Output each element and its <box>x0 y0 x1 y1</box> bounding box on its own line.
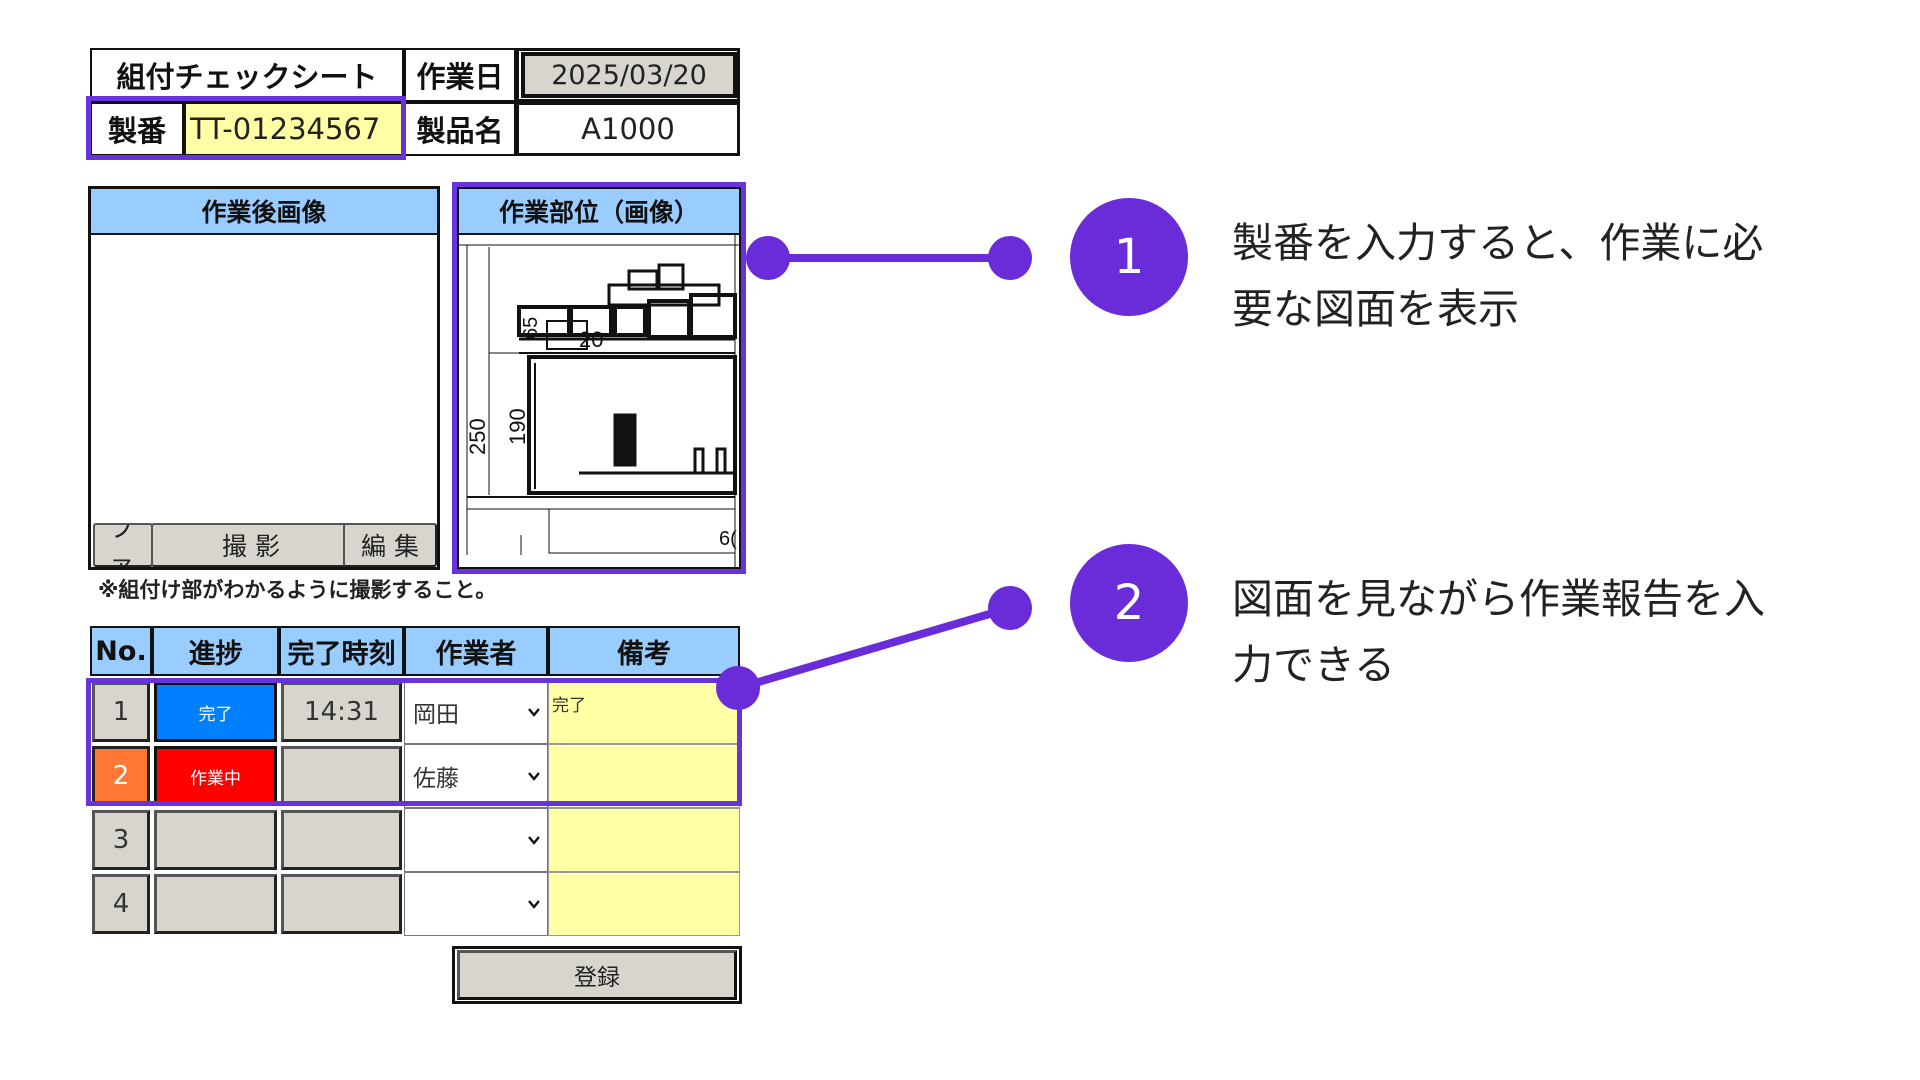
dim-label-20: 20 <box>579 327 603 352</box>
status-cell[interactable]: 完了 <box>154 682 277 742</box>
worker-select-value: 佐藤 <box>413 766 459 792</box>
work-date-label: 作業日 <box>404 48 516 102</box>
callout-text-2: 図面を見ながら作業報告を入力できる <box>1232 575 1765 689</box>
product-name-label: 製品名 <box>404 102 516 156</box>
edit-button[interactable]: 編 集 <box>343 523 437 567</box>
dim-label-6: 6( <box>719 528 737 550</box>
completion-time-cell <box>281 874 402 934</box>
table-cell-no: 2 <box>92 746 150 806</box>
table-header-cell: 作業者 <box>404 626 548 676</box>
capture-button[interactable]: 撮 影 <box>151 523 351 567</box>
dim-label-250: 250 <box>465 418 490 455</box>
product-name-value: A1000 <box>516 102 740 156</box>
connector-dot <box>988 236 1032 280</box>
table-header-cell: 備考 <box>548 626 740 676</box>
completion-time-cell: 14:31 <box>281 682 402 742</box>
chevron-down-icon <box>528 772 540 781</box>
completion-time-cell <box>281 810 402 870</box>
work-date-frame <box>516 48 740 102</box>
table-cell-no: 3 <box>92 810 150 870</box>
chevron-down-icon <box>528 708 540 717</box>
callout-badge-2: 2 <box>1070 544 1188 662</box>
table-cell-no: 4 <box>92 874 150 934</box>
worker-select[interactable]: 佐藤 <box>404 744 548 808</box>
worker-select[interactable] <box>404 808 548 872</box>
connector-dot <box>746 236 790 280</box>
dim-label-65: 65 <box>520 317 542 339</box>
note-input[interactable] <box>548 744 740 808</box>
table-header-cell: No. <box>90 626 152 676</box>
chevron-down-icon <box>528 900 540 909</box>
register-button[interactable]: 登録 <box>457 950 737 1000</box>
sheet-title: 組付チェックシート <box>90 48 404 102</box>
work-date-field[interactable]: 2025/03/20 <box>521 52 737 98</box>
after-image-title: 作業後画像 <box>91 189 437 235</box>
register-button-frame <box>452 946 742 1004</box>
dim-label-190: 190 <box>505 408 530 445</box>
chevron-down-icon <box>528 836 540 845</box>
after-image-panel: 作業後画像 ファ 撮 影 編 集 <box>88 186 440 570</box>
note-input[interactable] <box>548 808 740 872</box>
technical-drawing: 65 20 250 190 6( <box>459 235 739 569</box>
table-header-cell: 進捗 <box>152 626 279 676</box>
highlight-rows <box>86 678 742 806</box>
worker-select[interactable]: 岡田 <box>404 680 548 744</box>
status-cell[interactable] <box>154 874 277 934</box>
status-cell[interactable] <box>154 810 277 870</box>
callout-badge-1: 1 <box>1070 198 1188 316</box>
worker-select[interactable] <box>404 872 548 936</box>
worker-select-value: 岡田 <box>413 702 459 728</box>
table-cell-no: 1 <box>92 682 150 742</box>
highlight-serial <box>86 96 406 160</box>
file-button-label: ファ <box>109 523 135 567</box>
work-part-panel: 作業部位（画像） <box>456 186 742 570</box>
highlight-drawing <box>452 182 746 574</box>
work-part-title: 作業部位（画像） <box>459 189 739 235</box>
table-header-cell: 完了時刻 <box>279 626 404 676</box>
callout-text-1: 製番を入力すると、作業に必要な図面を表示 <box>1232 219 1764 333</box>
note-input[interactable] <box>548 872 740 936</box>
file-button[interactable]: ファ <box>93 523 153 567</box>
connector-dot <box>988 586 1032 630</box>
note-input[interactable]: 完了 <box>548 680 740 744</box>
instruction-note: ※組付け部がわかるように撮影すること。 <box>98 578 497 602</box>
